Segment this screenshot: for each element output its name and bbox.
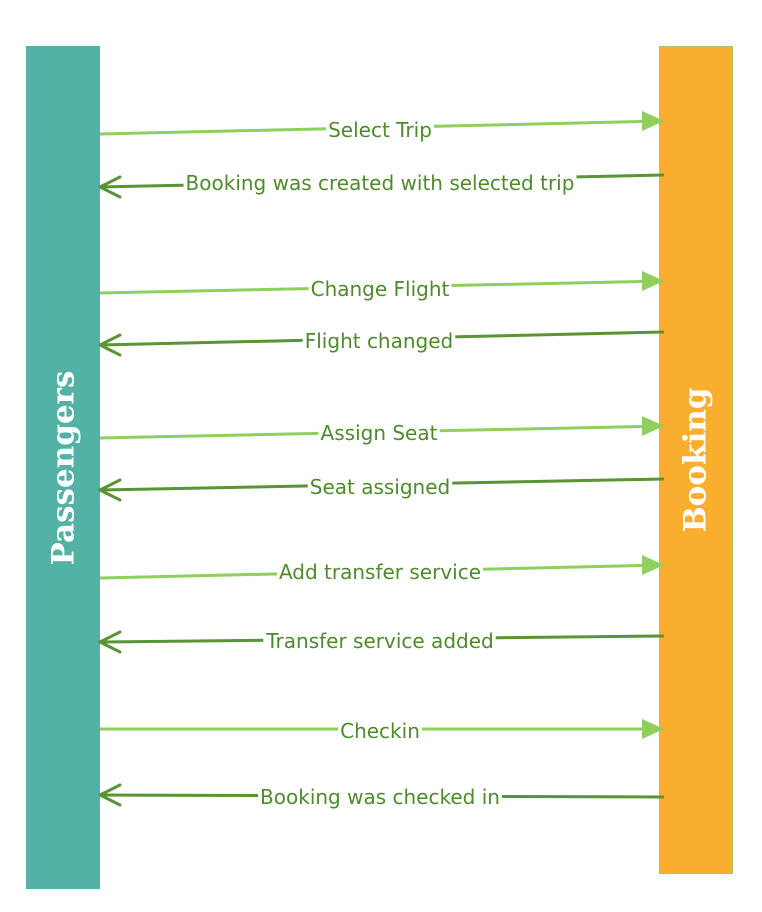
arrowhead-10 xyxy=(98,783,122,807)
booking-lane: Booking xyxy=(659,46,733,874)
message-label-bg-4 xyxy=(302,331,456,351)
message-label-bg-8 xyxy=(263,631,496,651)
arrowhead-1 xyxy=(642,111,664,131)
arrowhead-8 xyxy=(98,630,122,654)
message-label-bg-10 xyxy=(258,787,502,807)
message-label-6: Seat assigned xyxy=(310,475,450,499)
arrowhead-4 xyxy=(98,333,122,357)
message-label-bg-3 xyxy=(308,279,452,299)
arrowhead-6 xyxy=(98,478,122,502)
message-label-bg-5 xyxy=(318,423,440,443)
message-label-bg-2 xyxy=(183,173,577,193)
message-label-bg-6 xyxy=(307,477,453,497)
message-label-2: Booking was created with selected trip xyxy=(186,171,575,195)
passengers-lane: Passengers xyxy=(26,46,100,889)
message-label-7: Add transfer service xyxy=(279,560,481,584)
arrowhead-5 xyxy=(642,416,664,436)
message-label-bg-7 xyxy=(276,562,484,582)
message-label-3: Change Flight xyxy=(311,277,450,301)
arrowhead-3 xyxy=(642,271,664,291)
message-label-9: Checkin xyxy=(340,719,420,743)
message-label-4: Flight changed xyxy=(305,329,454,353)
message-label-10: Booking was checked in xyxy=(260,785,500,809)
arrowhead-7 xyxy=(642,555,664,575)
message-label-1: Select Trip xyxy=(328,118,432,142)
arrowhead-9 xyxy=(642,719,664,739)
message-label-bg-9 xyxy=(338,721,422,741)
message-label-5: Assign Seat xyxy=(321,421,438,445)
message-label-8: Transfer service added xyxy=(265,629,493,653)
arrowhead-2 xyxy=(98,175,122,199)
message-label-bg-1 xyxy=(326,120,434,140)
